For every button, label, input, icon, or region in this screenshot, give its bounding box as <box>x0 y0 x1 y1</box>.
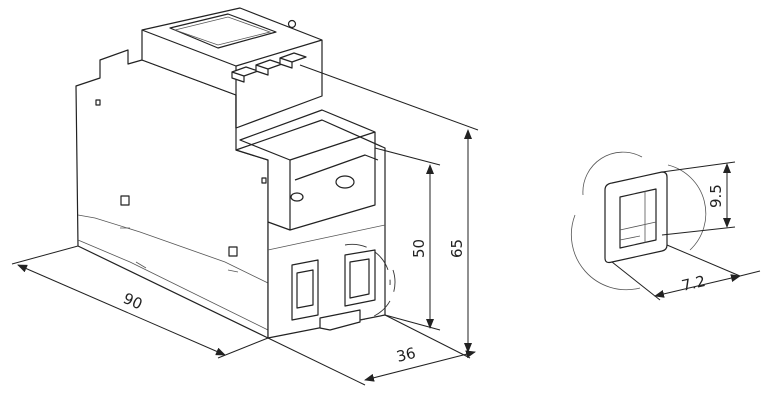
dim-height-body: 50 <box>410 239 428 258</box>
dim-terminal-width: 7.2 <box>680 272 707 295</box>
dim-length: 90 <box>120 289 145 313</box>
terminal-detail <box>570 151 761 301</box>
dim-depth: 36 <box>395 344 418 366</box>
dim-terminal-height: 9.5 <box>707 184 725 208</box>
terminals <box>291 249 376 331</box>
buttons <box>231 52 307 83</box>
dim-height-total: 65 <box>448 239 466 258</box>
device-body <box>75 7 396 339</box>
dimension-lines <box>11 64 479 386</box>
